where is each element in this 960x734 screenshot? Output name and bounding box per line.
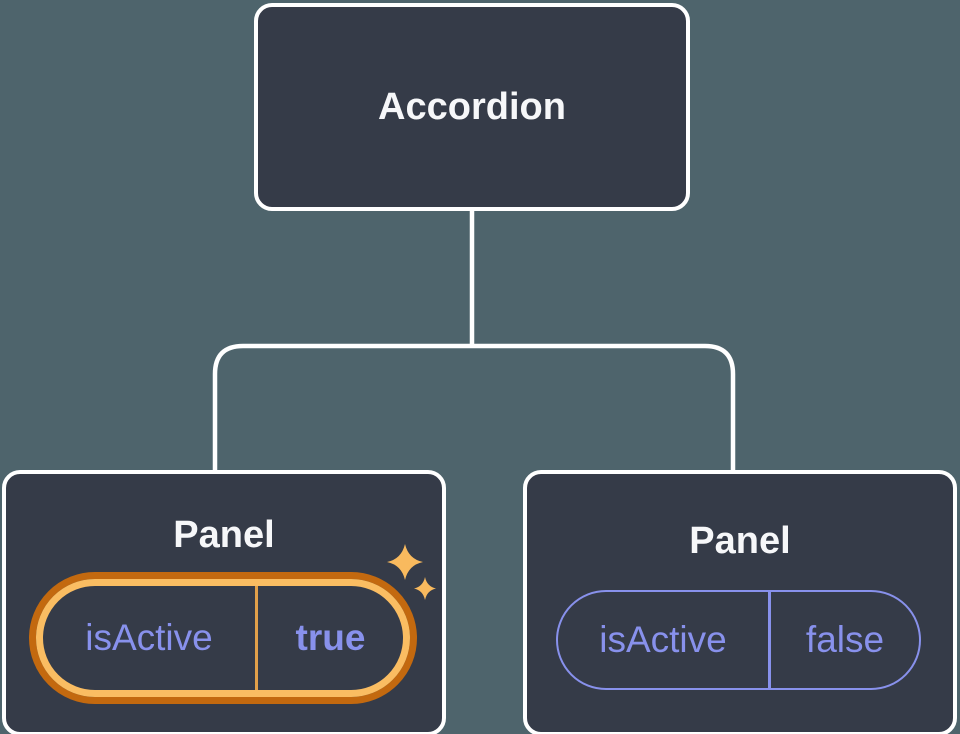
state-value-cell: true [258,586,403,690]
state-value-cell: false [771,592,919,688]
component-label-panel: Panel [689,520,791,562]
component-node-panel-active: Panel isActive true [2,470,446,734]
component-label-panel: Panel [173,514,275,556]
pill-divider [255,586,258,690]
state-value-label: false [805,619,885,660]
state-pill-inner-ring: isActive true [36,579,410,697]
sparkles-icon [387,544,436,600]
state-pill-highlighted: isActive true [29,572,417,704]
component-node-panel-inactive: Panel isActive false [523,470,957,734]
state-key-label: isActive [85,617,213,658]
state-key-label: isActive [599,619,727,660]
connector-branch-bracket [212,343,736,472]
state-pill: isActive false [556,590,921,690]
component-node-accordion: Accordion [254,3,690,211]
component-label-accordion: Accordion [378,85,566,128]
state-key-cell: isActive [43,586,255,690]
pill-divider [768,592,771,688]
state-key-cell: isActive [558,592,768,688]
state-value-label: true [295,617,366,658]
